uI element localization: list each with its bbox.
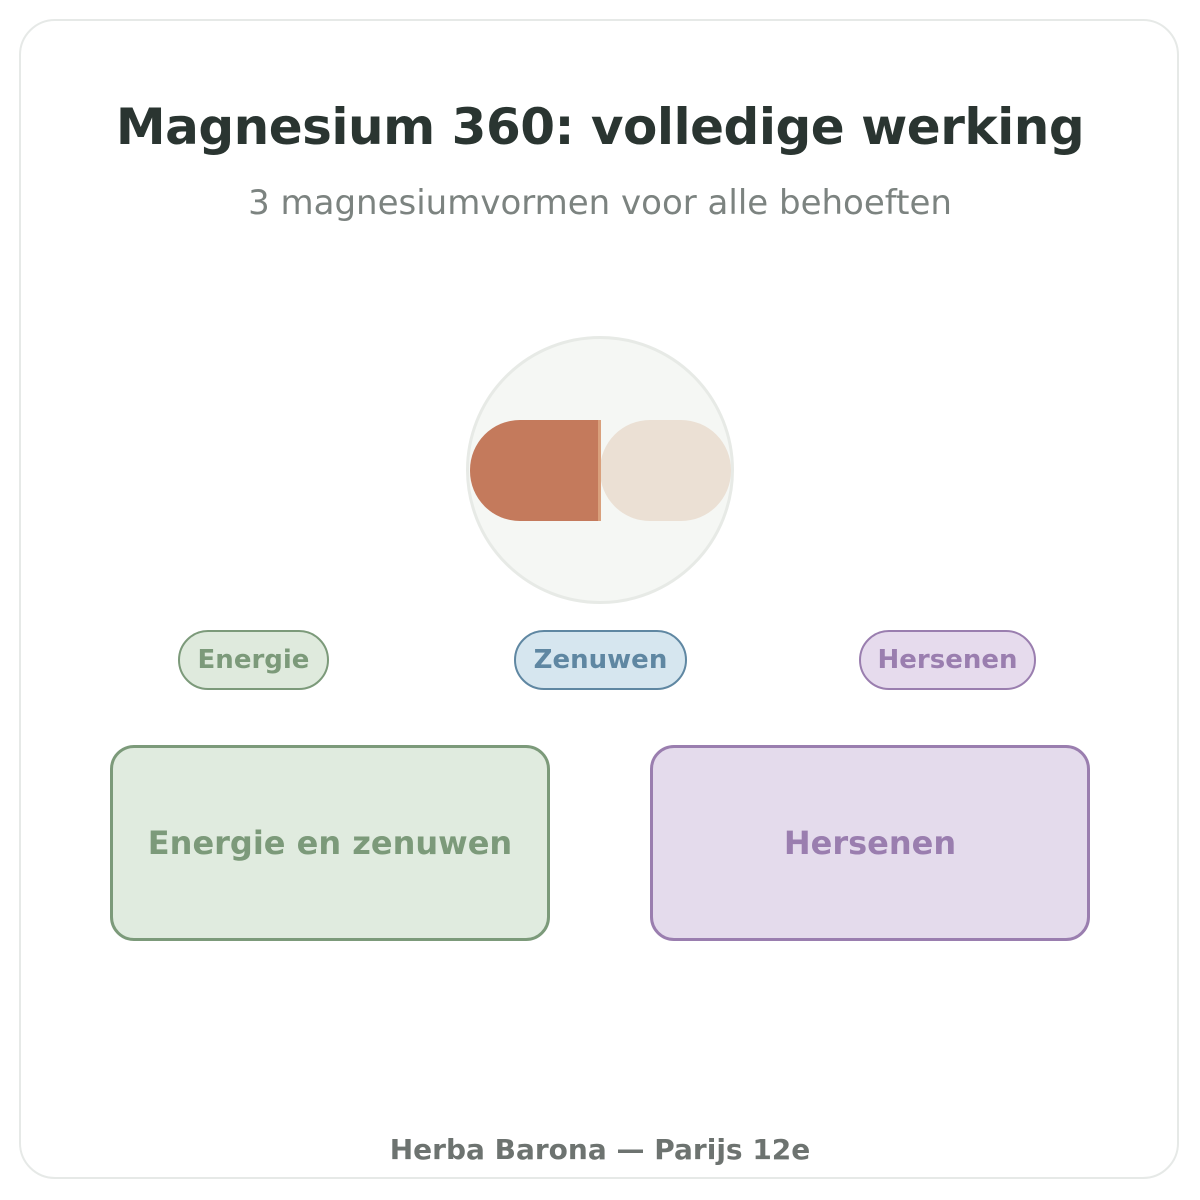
pill-zenuwen: Zenuwen bbox=[514, 630, 687, 690]
page-title: Magnesium 360: volledige werking bbox=[115, 98, 1085, 156]
pill-energie: Energie bbox=[178, 630, 329, 690]
box-energie-en-zenuwen: Energie en zenuwen bbox=[110, 745, 550, 941]
pill-hersenen: Hersenen bbox=[859, 630, 1036, 690]
capsule-seam bbox=[598, 420, 601, 521]
capsule-left-half bbox=[470, 420, 600, 521]
box-hersenen: Hersenen bbox=[650, 745, 1090, 941]
capsule-right-half bbox=[600, 420, 731, 521]
footer-text: Herba Barona — Parijs 12e bbox=[389, 1133, 811, 1166]
page-subtitle: 3 magnesiumvormen voor alle behoeften bbox=[248, 183, 952, 223]
